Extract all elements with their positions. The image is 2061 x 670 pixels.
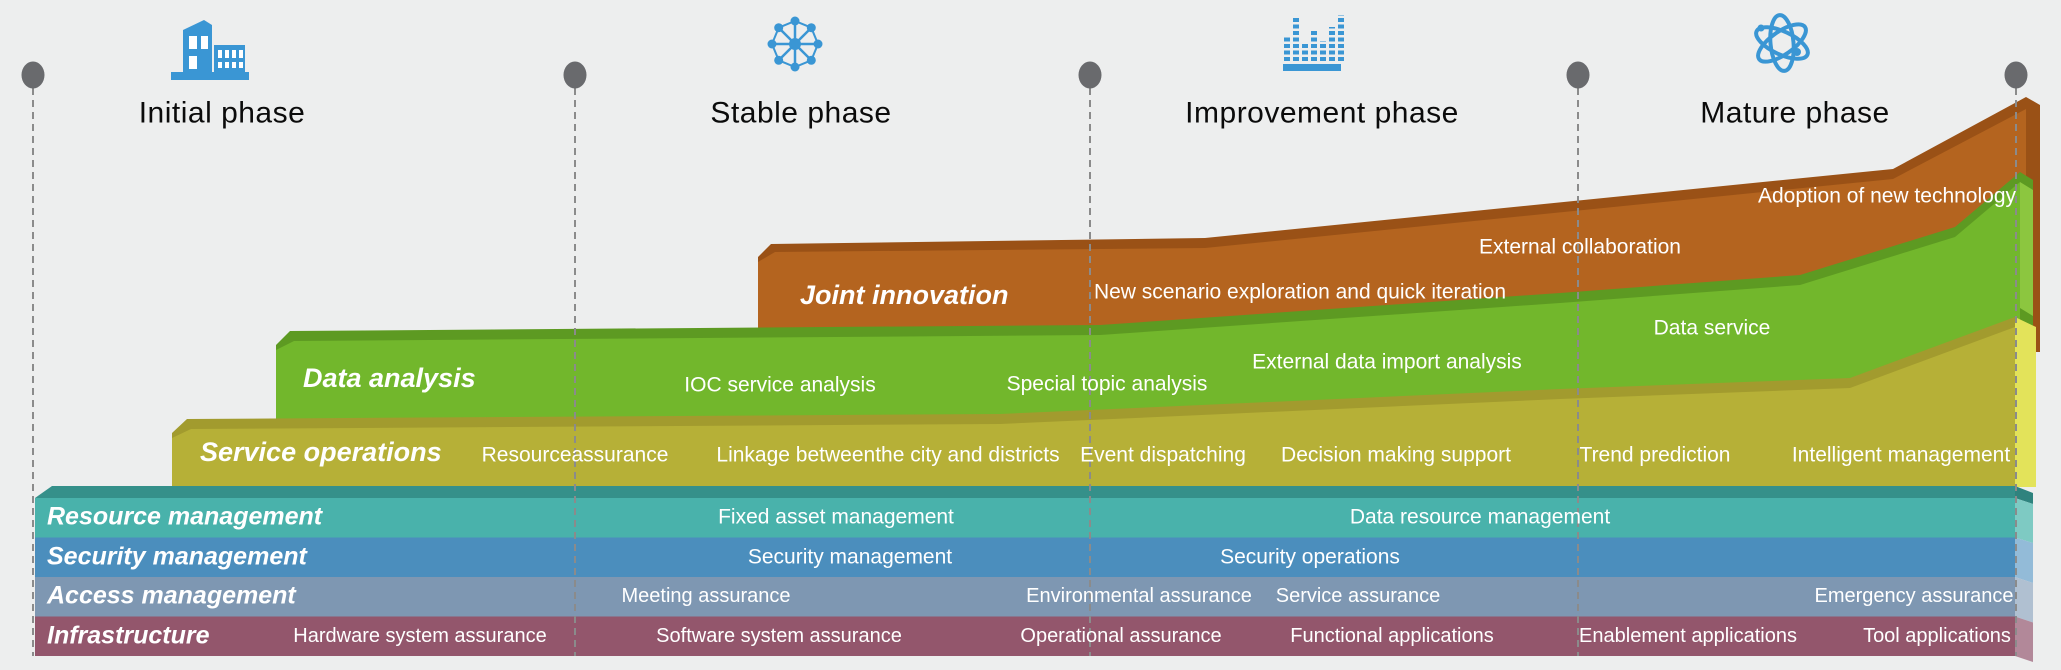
item-environmental-assurance: Environmental assurance [1026, 585, 1252, 607]
timeline-dot [21, 61, 45, 89]
band-data-analysis-face [276, 182, 2020, 430]
item-tool-applications: Tool applications [1863, 625, 2011, 647]
row-infrastructure-side [2015, 616, 2033, 662]
row-title-resource-management: Resource management [47, 502, 323, 531]
item-functional-applications: Functional applications [1290, 625, 1494, 647]
equalizer-icon [1283, 15, 1344, 71]
band-title-service-operations: Service operations [200, 437, 442, 468]
band-service-operations [172, 317, 2036, 487]
item-enablement-applications: Enablement applications [1579, 625, 1797, 647]
rows-top-ridge [35, 486, 2015, 498]
item-operational-assurance: Operational assurance [1020, 625, 1222, 647]
item-service-assurance: Service assurance [1275, 585, 1441, 607]
row-resource-management-side [2015, 498, 2033, 543]
item-trend-prediction: Trend prediction [1579, 443, 1731, 467]
item-meeting-assurance: Meeting assurance [621, 585, 791, 607]
item-external-collaboration: External collaboration [1479, 235, 1681, 259]
item-event-dispatching: Event dispatching [1080, 443, 1246, 467]
row-infrastructure [35, 616, 2015, 656]
management-rows [35, 486, 2033, 662]
row-title-security-management: Security management [47, 542, 307, 571]
band-title-data-analysis: Data analysis [303, 363, 476, 394]
timeline-dots [21, 61, 2028, 89]
phase-label-stable: Stable phase [710, 96, 892, 130]
band-title-joint-innovation: Joint innovation [800, 280, 1009, 311]
item-emergency-assurance: Emergency assurance [1814, 585, 2014, 607]
row-security-management [35, 537, 2015, 577]
network-icon [767, 16, 823, 72]
row-resource-management [35, 498, 2015, 538]
timeline-dot [1566, 61, 1590, 89]
row-access-management [35, 577, 2015, 617]
phase-separators [32, 88, 2017, 656]
item-security-operations: Security operations [1220, 545, 1400, 569]
phase-label-initial: Initial phase [138, 96, 306, 130]
item-data-service: Data service [1653, 316, 1771, 340]
item-new-scenario-exploration: New scenario exploration and quick itera… [1093, 280, 1507, 304]
atom-icon [1754, 13, 1810, 73]
item-adoption-new-technology: Adoption of new technology [1757, 184, 2017, 208]
item-software-system-assurance: Software system assurance [656, 625, 902, 647]
item-data-resource-management: Data resource management [1349, 505, 1611, 529]
row-title-access-management: Access management [47, 581, 296, 610]
band-data-analysis [276, 172, 2033, 430]
item-intelligent-management: Intelligent management [1791, 443, 2011, 467]
item-fixed-asset-management: Fixed asset management [718, 505, 954, 529]
phase-label-improvement: Improvement phase [1185, 96, 1459, 130]
item-linkage-city-districts: Linkage betweenthe city and districts [716, 443, 1060, 467]
band-data-analysis-side [2020, 182, 2033, 316]
row-access-management-side [2015, 577, 2033, 623]
timeline-dot [563, 61, 587, 89]
item-decision-making-support: Decision making support [1281, 443, 1511, 467]
row-security-management-side [2015, 537, 2033, 583]
phase-label-mature: Mature phase [1700, 96, 1890, 130]
item-external-data-import-analysis: External data import analysis [1252, 350, 1522, 374]
item-ioc-service-analysis: IOC service analysis [684, 373, 876, 397]
timeline-dot [2004, 61, 2028, 89]
band-service-operations-side [2015, 317, 2036, 487]
building-icon [171, 20, 249, 80]
item-special-topic-analysis: Special topic analysis [1006, 372, 1208, 396]
timeline-dot [1078, 61, 1102, 89]
row-title-infrastructure: Infrastructure [47, 621, 210, 650]
item-security-management: Security management [747, 545, 953, 569]
band-service-operations-face [172, 327, 2015, 487]
item-hardware-system-assurance: Hardware system assurance [293, 625, 547, 647]
item-resource-assurance: Resourceassurance [481, 443, 669, 467]
